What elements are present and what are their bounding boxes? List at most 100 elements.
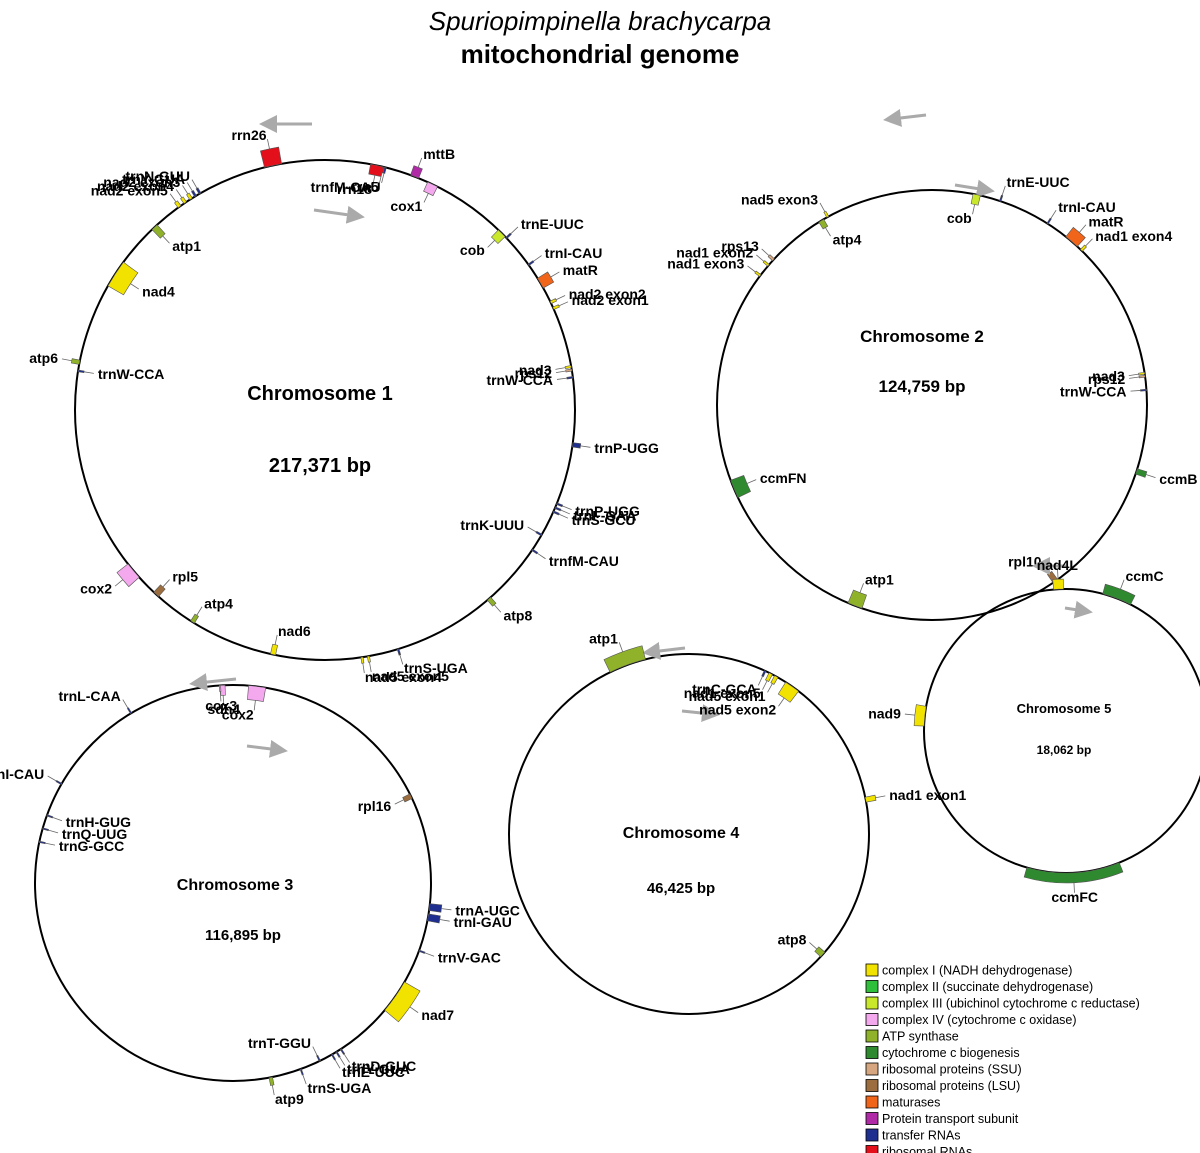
gene-cox2: cox2 <box>80 563 140 597</box>
leader-line <box>1120 579 1125 590</box>
leader-line <box>819 202 826 212</box>
leader-line <box>859 583 864 593</box>
chromosome-name: Chromosome 5 <box>1017 701 1112 716</box>
gene-label: trnE-UUC <box>1007 174 1070 190</box>
gene-nad5-exon2: nad5 exon2 <box>699 681 799 717</box>
legend-label: complex II (succinate dehydrogenase) <box>882 980 1093 994</box>
gene-trnY-GUA: trnY-GUA <box>335 1051 410 1077</box>
gene-trnF-GAA: trnF-GAA <box>554 506 637 523</box>
gene-label: trnA-UGC <box>455 902 520 918</box>
gene-label: nad5 exon3 <box>741 191 818 207</box>
gene-block <box>427 913 441 924</box>
gene-block <box>970 193 981 206</box>
gene-label: trnT-GGU <box>248 1035 311 1051</box>
gene-label: mttB <box>423 146 455 162</box>
legend-item: Protein transport subunit <box>865 1112 1019 1126</box>
leader-line <box>550 271 560 278</box>
gene-block <box>554 506 562 512</box>
gene-nad7: nad7 <box>384 981 454 1023</box>
gene-label: nad3 <box>519 362 552 378</box>
gene-block <box>777 681 799 703</box>
gene-label: nad5 exon2 <box>699 701 776 717</box>
gene-trnP-UGG: trnP-UGG <box>571 440 659 456</box>
leader-line <box>169 193 177 203</box>
gene-block <box>126 707 133 715</box>
strand-arrow-icon <box>681 704 720 723</box>
gene-label: nad2 exon3 <box>103 174 180 190</box>
gene-label: cob <box>460 242 485 258</box>
chromosome-size: 46,425 bp <box>647 880 715 897</box>
leader-line <box>253 700 256 711</box>
gene-block <box>552 304 560 310</box>
gene-nad5-exon4: nad5 exon4 <box>360 656 442 685</box>
gene-label: trnfM-CAU <box>549 553 619 569</box>
gene-rrn5: rrn5 <box>351 166 385 194</box>
gene-block <box>814 946 826 958</box>
gene-trnI-GAU: trnI-GAU <box>427 913 512 930</box>
legend-label: cytochrome c biogenesis <box>882 1046 1020 1060</box>
leader-line <box>746 479 757 484</box>
gene-block <box>335 1051 341 1058</box>
gene-label: rps13 <box>721 238 759 254</box>
gene-label: nad4 <box>142 283 175 299</box>
gene-block <box>754 270 762 277</box>
gene-block <box>70 358 81 365</box>
gene-nad1-exon5: nad1 exon5 <box>684 672 773 701</box>
chromosome-size: 18,062 bp <box>1037 743 1092 757</box>
leader-line <box>778 697 785 707</box>
legend-swatch <box>865 1062 879 1076</box>
leader-line <box>394 799 404 805</box>
leader-line <box>493 604 502 613</box>
legend-swatch <box>865 1046 879 1059</box>
gene-block <box>1102 583 1136 605</box>
leader-line <box>527 526 537 533</box>
gene-block <box>818 218 829 230</box>
gene-label: trnS-UGA <box>308 1080 372 1096</box>
gene-block <box>42 827 49 832</box>
gene-block <box>247 685 267 702</box>
gene-label: trnI-CAU <box>1058 199 1116 215</box>
gene-label: cob <box>947 210 972 226</box>
legend-item: complex II (succinate dehydrogenase) <box>865 980 1093 994</box>
gene-ccmC: ccmC <box>1102 568 1164 605</box>
legend-label: maturases <box>882 1096 940 1110</box>
gene-rrn18: rrn18 <box>337 163 384 197</box>
leader-line <box>175 189 183 198</box>
chromosome-name: Chromosome 1 <box>247 383 393 405</box>
leader-line <box>439 919 450 922</box>
legend-item: complex III (ubichinol cytochrome c redu… <box>865 997 1140 1011</box>
gene-label: nad1 exon2 <box>676 244 753 260</box>
gene-label: trnH-GUG <box>66 814 131 830</box>
gene-label: rpl5 <box>172 569 198 585</box>
leader-line <box>369 662 372 673</box>
gene-block <box>1079 244 1087 252</box>
gene-block <box>190 613 199 624</box>
gene-label: trnQ-UUG <box>62 826 127 842</box>
gene-label: trnfM-CAU <box>311 179 381 195</box>
gene-atp1: atp1 <box>589 631 646 673</box>
gene-label: atp4 <box>833 232 862 248</box>
gene-cob: cob <box>947 193 981 226</box>
leader-line <box>767 683 773 693</box>
leader-line <box>372 175 376 186</box>
gene-label: nad3 <box>1092 368 1125 384</box>
legend-label: Protein transport subunit <box>882 1112 1019 1126</box>
gene-block <box>864 794 877 803</box>
leader-line <box>339 1056 346 1066</box>
gene-nad1-exon1: nad1 exon1 <box>864 787 966 803</box>
gene-label: ccmFN <box>760 470 807 486</box>
gene-atp1: atp1 <box>847 572 894 609</box>
gene-nad9: nad9 <box>868 704 927 727</box>
gene-nad2-exon4: nad2 exon4 <box>97 178 187 205</box>
gene-label: trnE-UUC <box>342 1064 405 1080</box>
leader-line <box>424 952 435 957</box>
gene-label: nad5 exon5 <box>372 668 449 684</box>
gene-block <box>1023 862 1124 884</box>
gene-block <box>762 260 770 267</box>
leader-line <box>1145 474 1156 478</box>
gene-label: trnW-CCA <box>98 366 165 382</box>
gene-block <box>396 648 402 656</box>
gene-block <box>730 475 751 498</box>
gene-trnI-CAU: trnI-CAU <box>1046 199 1116 225</box>
leader-line <box>875 795 886 799</box>
